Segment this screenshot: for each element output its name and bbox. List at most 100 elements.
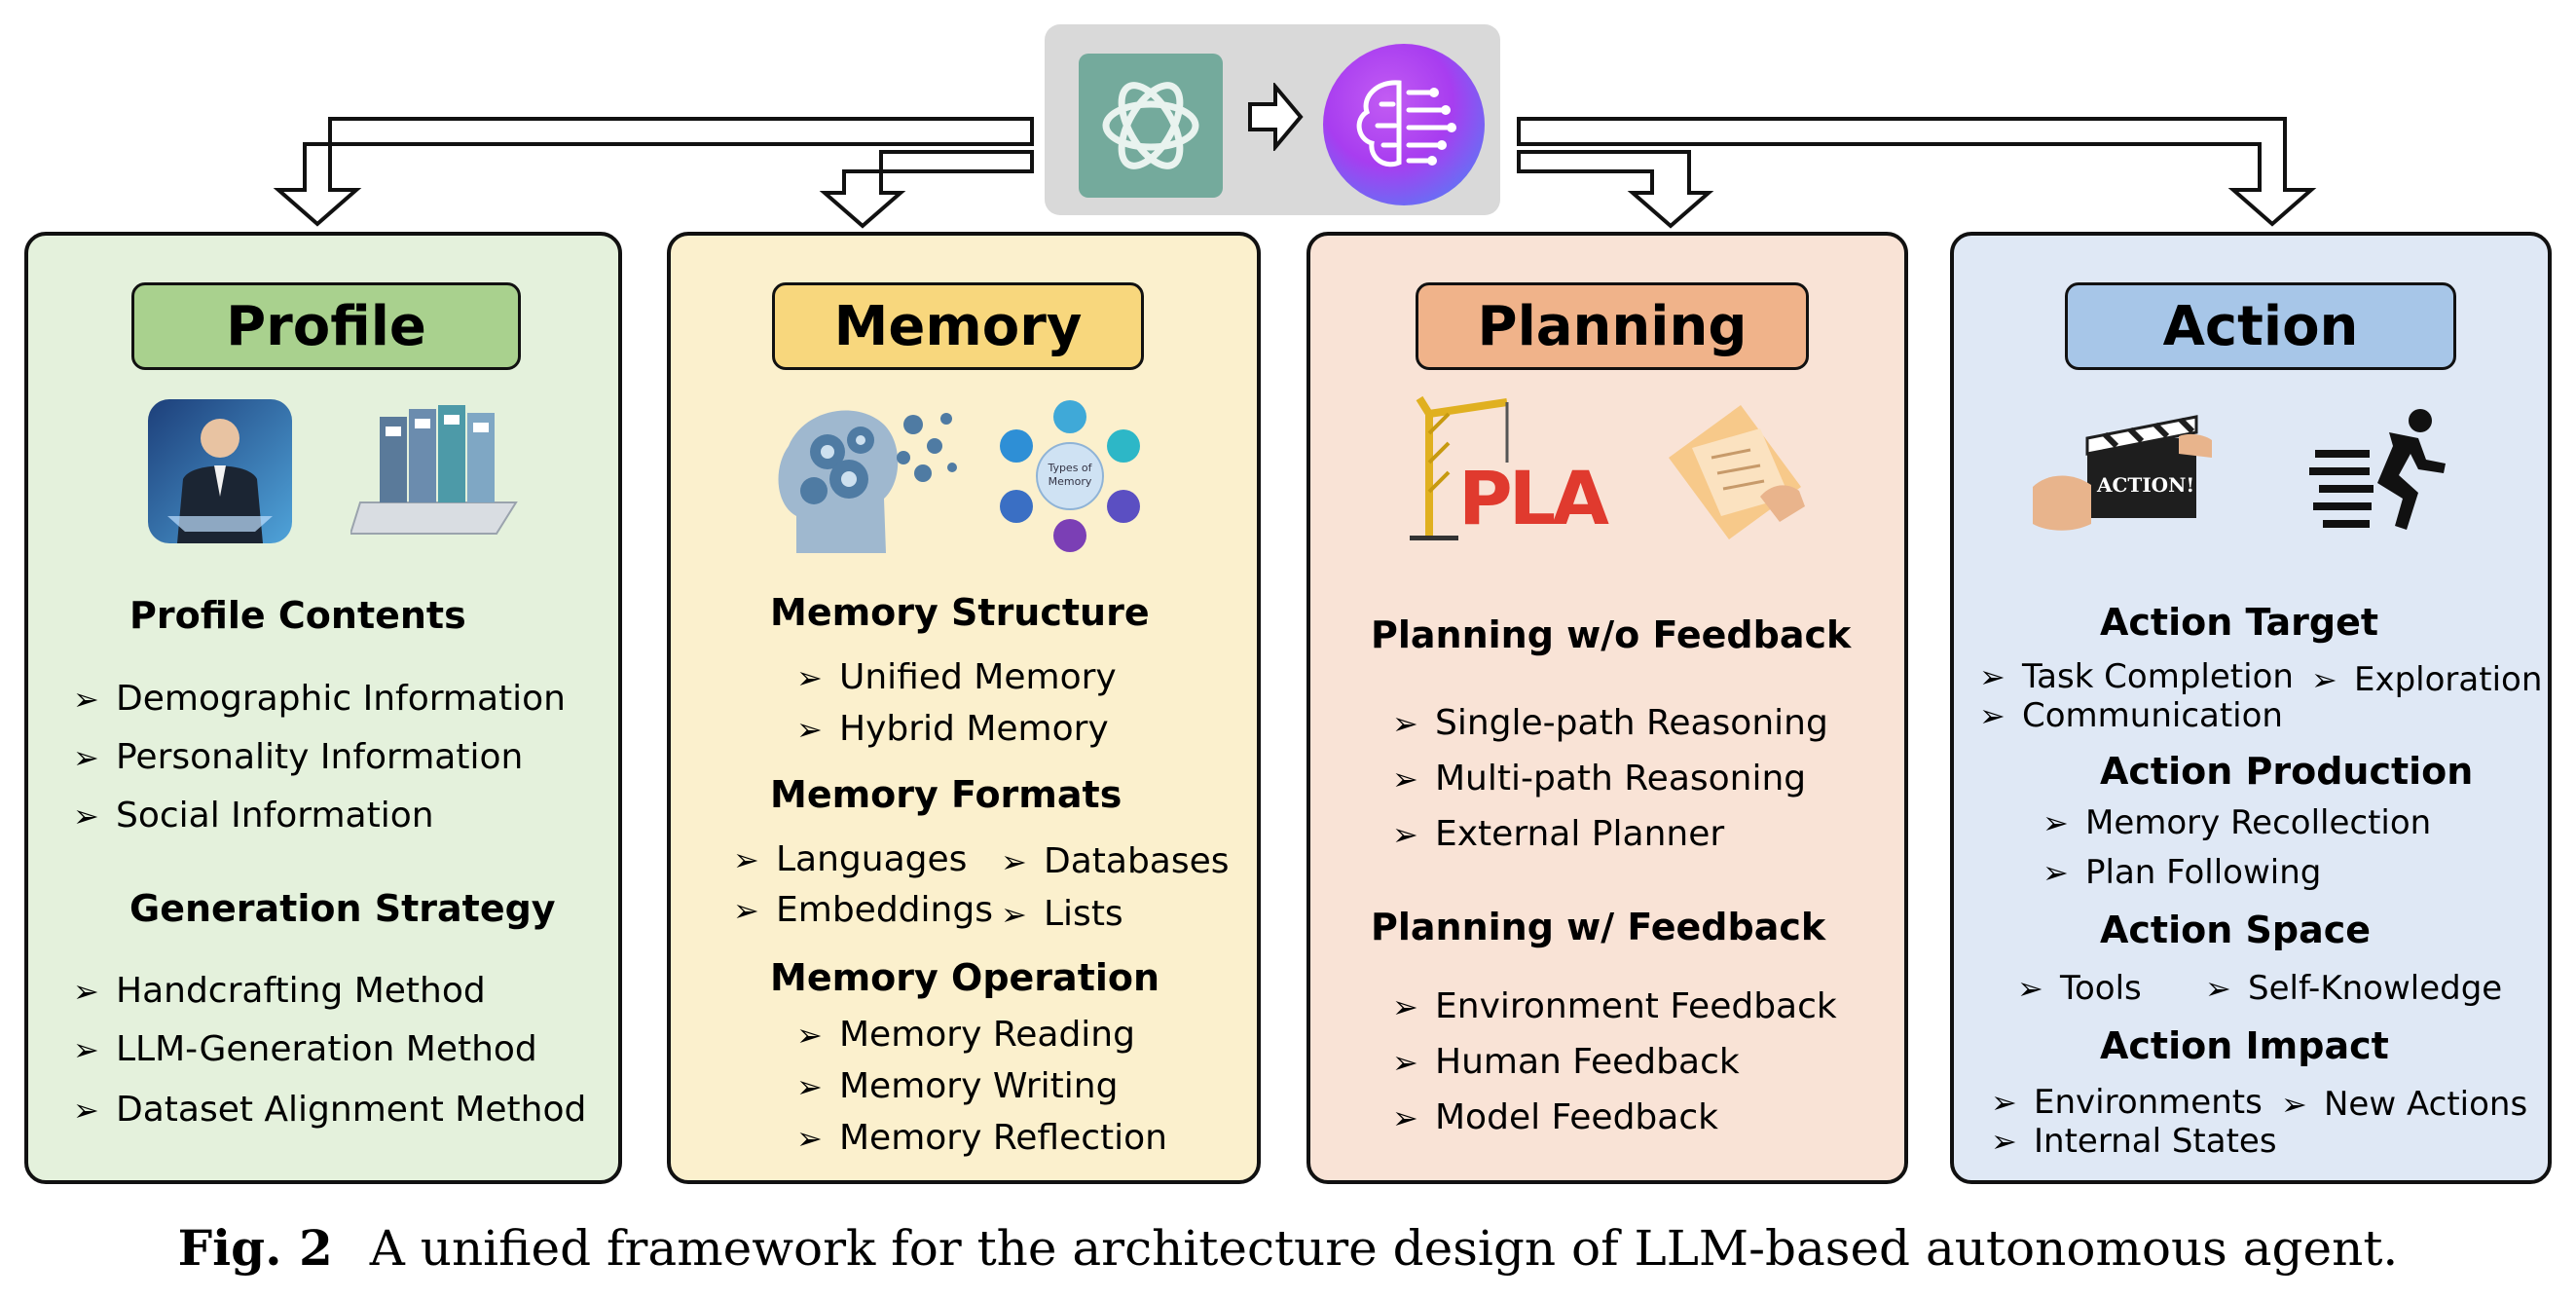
memory-structure-heading: Memory Structure	[770, 591, 1150, 634]
paper-plan-image	[1669, 405, 1805, 539]
profile-contents-heading: Profile Contents	[129, 594, 466, 637]
planning-panel	[1306, 232, 1908, 1184]
list-item: ➢Personality Information	[73, 737, 524, 777]
action-impact-heading: Action Impact	[2100, 1024, 2389, 1067]
arrow-to-action	[1517, 117, 2317, 227]
bullet-icon: ➢	[2281, 1086, 2307, 1123]
list-item: ➢Tools	[2017, 969, 2142, 1008]
bullet-icon: ➢	[1991, 1123, 2017, 1160]
list-item: ➢Memory Reflection	[796, 1118, 1167, 1158]
list-item: ➢Environments	[1991, 1083, 2263, 1122]
profile-panel	[24, 232, 622, 1184]
list-item: ➢Model Feedback	[1392, 1097, 1718, 1137]
list-item: ➢Social Information	[73, 796, 434, 835]
bullet-icon: ➢	[1001, 843, 1027, 880]
list-item: ➢Databases	[1001, 841, 1230, 881]
list-item: ➢External Planner	[1392, 814, 1725, 854]
list-item: ➢Communication	[1979, 696, 2283, 735]
action-production-heading: Action Production	[2100, 750, 2474, 793]
plan-text: PLA	[1458, 455, 1609, 541]
action-space-heading: Action Space	[2100, 909, 2372, 951]
generation-strategy-heading: Generation Strategy	[129, 887, 556, 930]
memory-formats-heading: Memory Formats	[770, 773, 1122, 816]
bullet-icon: ➢	[796, 1068, 823, 1105]
list-item: ➢Exploration	[2311, 660, 2543, 699]
list-item: ➢Lists	[1001, 894, 1123, 934]
bullet-icon: ➢	[796, 659, 823, 696]
list-item: ➢Environment Feedback	[1392, 986, 1837, 1026]
list-item: ➢Internal States	[1991, 1122, 2277, 1161]
list-item: ➢Unified Memory	[796, 657, 1117, 697]
action-title: Action	[2065, 282, 2456, 370]
figure-label: Fig. 2	[177, 1219, 333, 1277]
memory-operation-heading: Memory Operation	[770, 956, 1160, 999]
ai-brain-icon	[1323, 44, 1485, 205]
arrow-to-planning	[1517, 150, 1714, 229]
clapperboard-text: ACTION!	[2097, 473, 2195, 497]
planning-without-feedback-heading: Planning w/o Feedback	[1371, 613, 1852, 656]
list-item: ➢Human Feedback	[1392, 1042, 1740, 1082]
bullet-icon: ➢	[796, 1120, 823, 1157]
bullet-icon: ➢	[733, 841, 759, 878]
laptop-binders-image	[350, 405, 518, 535]
action-target-heading: Action Target	[2100, 601, 2379, 644]
right-arrow-icon	[1248, 83, 1304, 151]
list-item: ➢Task Completion	[1979, 657, 2294, 696]
bullet-icon: ➢	[2042, 804, 2069, 841]
list-item: ➢New Actions	[2281, 1085, 2528, 1124]
list-item: ➢LLM-Generation Method	[73, 1029, 537, 1069]
gear-head-image	[778, 410, 957, 553]
list-item: ➢Multi-path Reasoning	[1392, 759, 1807, 798]
bullet-icon: ➢	[1979, 697, 2006, 734]
list-item: ➢Memory Reading	[796, 1015, 1135, 1055]
svg-text:Memory: Memory	[1049, 475, 1092, 488]
bullet-icon: ➢	[1001, 896, 1027, 933]
bullet-icon: ➢	[1991, 1084, 2017, 1121]
bullet-icon: ➢	[2311, 661, 2337, 698]
list-item: ➢Memory Writing	[796, 1066, 1119, 1106]
bullet-icon: ➢	[73, 1092, 99, 1129]
bullet-icon: ➢	[1392, 1044, 1418, 1081]
bullet-icon: ➢	[2205, 970, 2231, 1007]
planning-title: Planning	[1416, 282, 1809, 370]
bullet-icon: ➢	[1392, 1099, 1418, 1136]
list-item: ➢Demographic Information	[73, 679, 566, 719]
bullet-icon: ➢	[1392, 816, 1418, 853]
profile-title: Profile	[131, 282, 521, 370]
action-panel	[1950, 232, 2552, 1184]
bullet-icon: ➢	[796, 1017, 823, 1054]
arrow-to-memory	[819, 150, 1034, 229]
bullet-icon: ➢	[2017, 970, 2043, 1007]
bullet-icon: ➢	[73, 973, 99, 1010]
types-of-memory-diagram: Types of Memory	[1000, 400, 1140, 552]
arrow-to-profile	[273, 117, 1034, 227]
list-item: ➢Hybrid Memory	[796, 709, 1109, 749]
figure-caption: Fig. 2 A unified framework for the archit…	[0, 1219, 2576, 1277]
bullet-icon: ➢	[1392, 705, 1418, 742]
bullet-icon: ➢	[1979, 658, 2006, 695]
list-item: ➢Plan Following	[2042, 853, 2322, 892]
list-item: ➢Self-Knowledge	[2205, 969, 2503, 1008]
connector-arrows	[273, 117, 2317, 229]
svg-text:Types of: Types of	[1047, 462, 1092, 474]
figure-caption-text: A unified framework for the architecture…	[369, 1220, 2399, 1277]
clapperboard-image: ACTION!	[2033, 397, 2212, 553]
bullet-icon: ➢	[73, 1031, 99, 1068]
list-item: ➢Embeddings	[733, 890, 993, 930]
planning-with-feedback-heading: Planning w/ Feedback	[1371, 906, 1826, 948]
list-item: ➢Single-path Reasoning	[1392, 703, 1828, 743]
list-item: ➢Handcrafting Method	[73, 971, 486, 1011]
bullet-icon: ➢	[733, 892, 759, 929]
bullet-icon: ➢	[1392, 988, 1418, 1025]
openai-logo-icon	[1079, 54, 1223, 198]
bullet-icon: ➢	[2042, 854, 2069, 891]
bullet-icon: ➢	[73, 798, 99, 835]
list-item: ➢Memory Recollection	[2042, 803, 2432, 842]
memory-title: Memory	[772, 282, 1144, 370]
list-item: ➢Dataset Alignment Method	[73, 1090, 587, 1130]
list-item: ➢Languages	[733, 839, 968, 879]
running-person-icon	[2309, 409, 2446, 530]
memory-panel	[667, 232, 1261, 1184]
bullet-icon: ➢	[73, 739, 99, 776]
plan-crane-image: PLA	[1390, 394, 1624, 541]
